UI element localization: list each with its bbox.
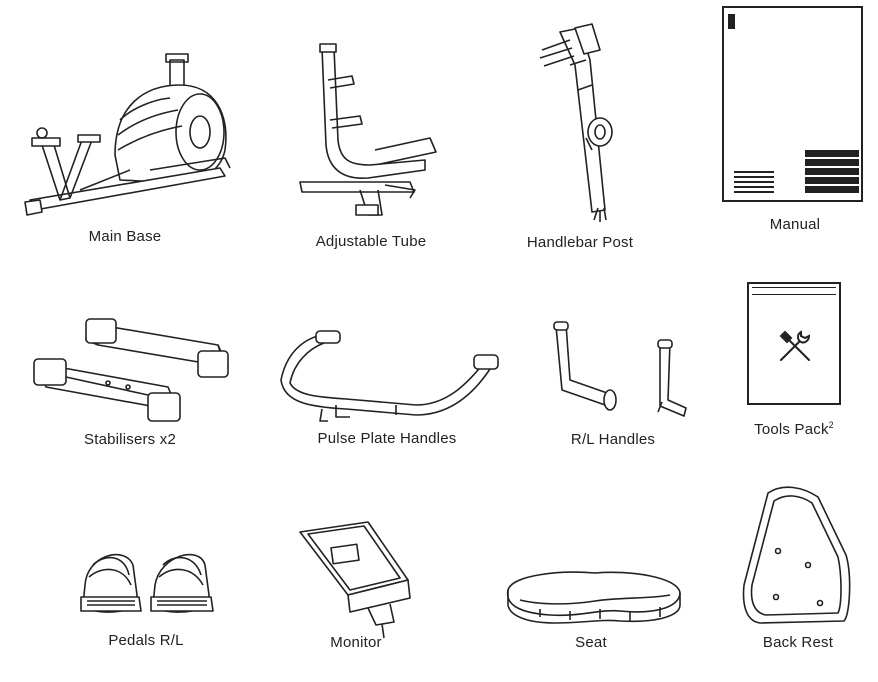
- manual-corner-mark: [728, 14, 735, 29]
- back-rest-drawing: [738, 485, 858, 655]
- main-base-drawing: [20, 50, 240, 225]
- manual-booklet: [722, 6, 863, 202]
- manual-item: Manual: [722, 6, 867, 236]
- pulse-plate-handles-label: Pulse Plate Handles: [317, 430, 457, 447]
- pulse-plate-handles-drawing: [276, 325, 501, 455]
- seat-label: Seat: [575, 634, 607, 651]
- monitor-label: Monitor: [330, 634, 382, 651]
- stabilisers-item: Stabilisers x2: [28, 315, 238, 455]
- pedals-label: Pedals R/L: [108, 632, 184, 649]
- monitor-item: Monitor: [298, 520, 413, 655]
- handlebar-post-label: Handlebar Post: [526, 234, 634, 251]
- rl-handles-label: R/L Handles: [570, 431, 656, 448]
- pulse-plate-handles-item: Pulse Plate Handles: [276, 325, 501, 455]
- tools-pack-label-text: Tools Pack: [754, 421, 829, 438]
- tools-pack-label: Tools Pack2: [754, 420, 834, 438]
- back-rest-item: Back Rest: [738, 485, 858, 655]
- wrench-screwdriver-icon: [775, 326, 815, 366]
- tools-pack-bag: [747, 282, 841, 405]
- manual-color-bars: [805, 150, 859, 193]
- seat-item: Seat: [500, 565, 685, 655]
- tools-pack-item: Tools Pack2: [745, 280, 845, 440]
- pedals-item: Pedals R/L: [75, 545, 235, 655]
- main-base-label: Main Base: [88, 228, 162, 245]
- manual-text-lines: [734, 171, 774, 193]
- tools-pack-footnote: 2: [828, 420, 834, 430]
- monitor-drawing: [298, 520, 413, 655]
- handlebar-post-drawing: [520, 20, 650, 225]
- rl-handles-item: R/L Handles: [540, 320, 690, 455]
- tools-pack-seal: [752, 287, 836, 295]
- adjustable-tube-label: Adjustable Tube: [315, 233, 427, 250]
- stabilisers-label: Stabilisers x2: [83, 431, 177, 448]
- adjustable-tube-drawing: [290, 40, 460, 230]
- back-rest-label: Back Rest: [762, 634, 834, 651]
- stabilisers-drawing: [28, 315, 238, 455]
- seat-drawing: [500, 565, 685, 655]
- rl-handles-drawing: [540, 320, 690, 455]
- main-base-item: Main Base: [20, 50, 240, 245]
- pedals-drawing: [75, 545, 235, 655]
- manual-label: Manual: [769, 216, 821, 233]
- handlebar-post-item: Handlebar Post: [520, 20, 650, 251]
- adjustable-tube-item: Adjustable Tube: [290, 40, 460, 250]
